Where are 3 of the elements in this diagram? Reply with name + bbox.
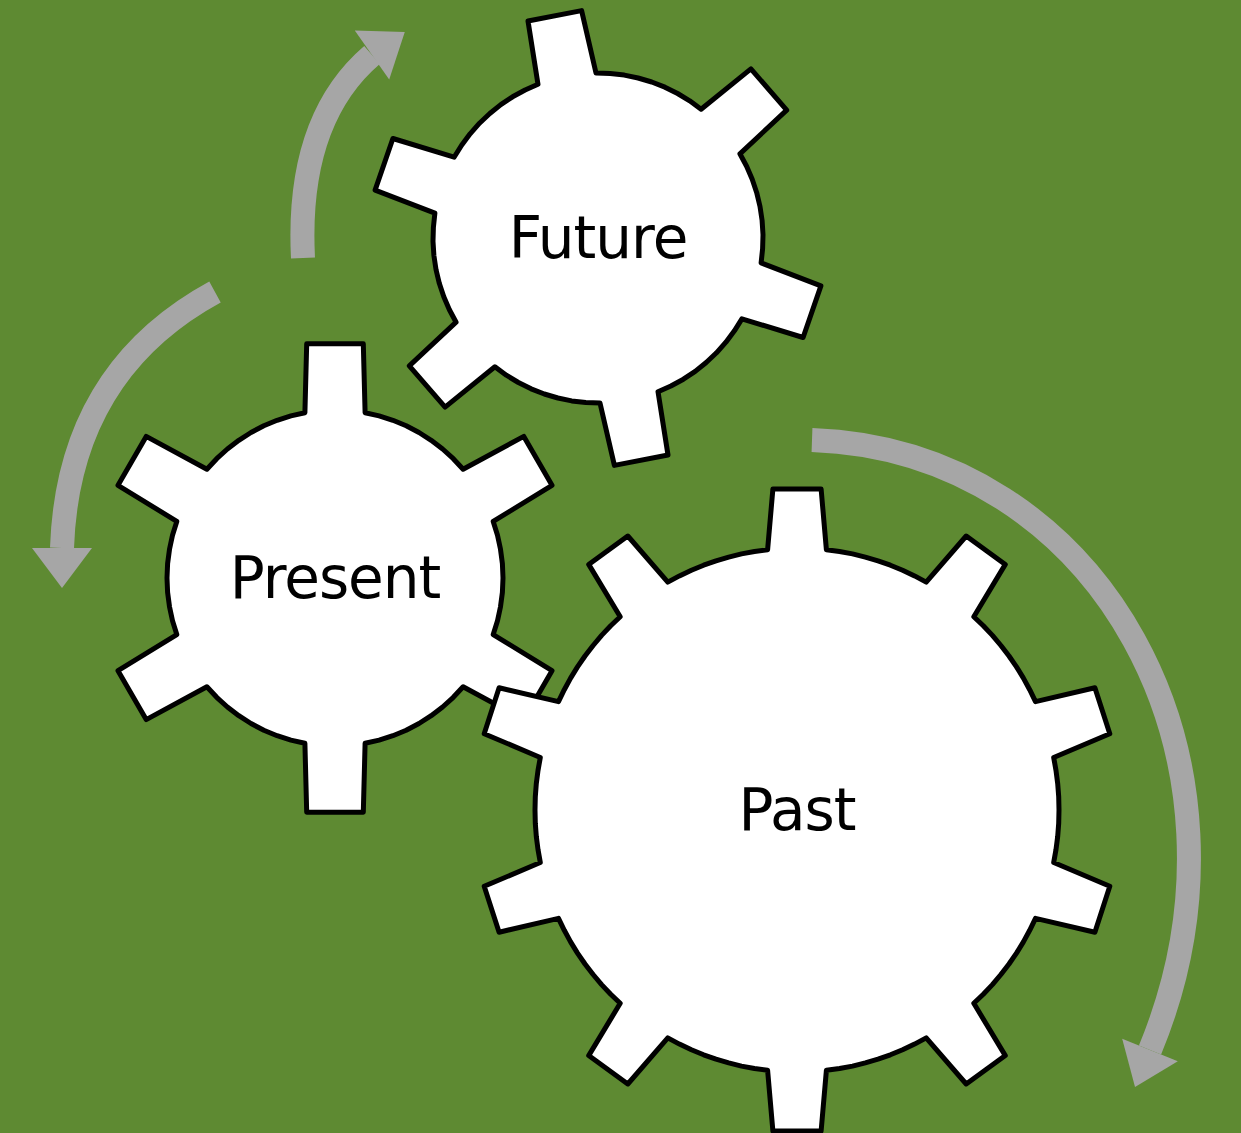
gear-label: Past [737, 776, 857, 844]
gear-label: Future [507, 204, 689, 272]
gear-label: Present [228, 544, 442, 612]
